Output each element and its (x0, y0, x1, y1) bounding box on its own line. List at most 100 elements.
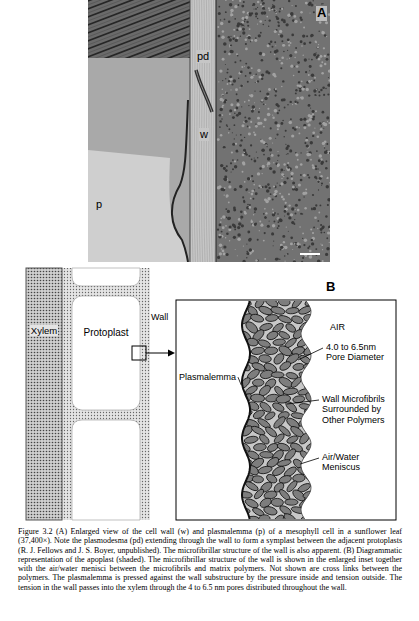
cytoplasm-grain (319, 122, 322, 125)
cytoplasm-grain (272, 117, 274, 119)
cytoplasm-grain (308, 114, 311, 117)
microfibril (304, 471, 320, 485)
cytoplasm-grain (299, 127, 300, 128)
microfibril (253, 443, 266, 451)
thylakoid-line (88, 56, 190, 58)
cytoplasm-grain (234, 113, 236, 115)
cytoplasm-grain (232, 132, 233, 133)
cytoplasm-grain (315, 204, 317, 206)
cytoplasm-grain (308, 80, 311, 83)
microfibril (272, 513, 286, 526)
cytoplasm-grain (319, 171, 321, 173)
cytoplasm-grain (230, 13, 233, 16)
air-space (88, 55, 190, 262)
cytoplasm-grain (243, 245, 244, 246)
cytoplasm-grain (237, 22, 241, 26)
cytoplasm-grain (326, 150, 327, 151)
cytoplasm-grain (290, 65, 293, 68)
cytoplasm-grain (259, 221, 261, 223)
scale-bar (300, 253, 320, 255)
cytoplasm-grain (327, 53, 329, 55)
leader-line (287, 400, 319, 404)
cytoplasm-grain (316, 135, 319, 138)
cytoplasm-grain (292, 249, 293, 250)
microfibril (293, 363, 305, 371)
cytoplasm-grain (252, 105, 255, 108)
cytoplasm-grain (259, 122, 262, 125)
cytoplasm-grain (230, 44, 232, 46)
cytoplasm-grain (329, 182, 330, 184)
cytoplasm-grain (322, 226, 325, 229)
cytoplasm-grain (250, 94, 253, 97)
microfibril (271, 372, 284, 378)
cytoplasm-grain (249, 12, 252, 15)
cytoplasm-grain (314, 116, 315, 117)
cytoplasm-grain (257, 157, 259, 159)
cytoplasm-grain (312, 113, 314, 115)
cytoplasm-grain (294, 259, 295, 260)
cytoplasm-grain (236, 107, 239, 110)
cytoplasm-grain (222, 105, 224, 107)
cytoplasm-grain (321, 125, 323, 127)
cytoplasm-grain (317, 46, 319, 48)
cytoplasm-grain (290, 213, 293, 216)
cytoplasm-grain (289, 121, 293, 125)
cytoplasm-grain (244, 66, 245, 67)
cytoplasm-grain (272, 142, 273, 143)
cytoplasm-grain (287, 38, 290, 41)
cytoplasm-grain (301, 80, 303, 82)
cytoplasm-grain (321, 182, 323, 184)
cytoplasm-grain (217, 138, 220, 141)
cytoplasm-grain (249, 72, 252, 75)
cytoplasm-grain (253, 8, 254, 9)
cytoplasm-grain (277, 112, 279, 114)
cytoplasm-grain (303, 86, 305, 88)
cytoplasm-grain (274, 94, 276, 96)
cytoplasm-grain (303, 126, 306, 129)
cytoplasm-grain (289, 101, 291, 103)
cytoplasm-grain (318, 44, 319, 45)
part-label: Wall (151, 312, 168, 322)
cytoplasm-grain (259, 52, 262, 55)
cytoplasm-grain (306, 144, 309, 147)
cytoplasm-grain (260, 3, 262, 5)
cytoplasm-grain (226, 232, 229, 235)
cytoplasm-grain (294, 243, 296, 245)
cytoplasm-grain (300, 40, 303, 43)
cytoplasm-grain (247, 126, 249, 128)
cytoplasm-grain (321, 227, 324, 230)
cytoplasm-grain (296, 188, 298, 190)
cytoplasm-grain (322, 111, 325, 114)
cytoplasm-grain (254, 102, 255, 103)
cytoplasm-grain (312, 166, 315, 169)
cytoplasm-grain (290, 118, 292, 120)
cytoplasm-grain (309, 70, 310, 71)
cytoplasm-grain (287, 164, 289, 166)
cytoplasm-grain (281, 56, 284, 59)
microfibril (304, 296, 317, 307)
cytoplasm-grain (303, 118, 306, 121)
cytoplasm-grain (285, 23, 288, 26)
cytoplasm-grain (319, 204, 321, 206)
cytoplasm-grain (263, 154, 265, 156)
cytoplasm-grain (313, 207, 316, 210)
microfibril (306, 329, 318, 340)
cytoplasm-grain (298, 183, 301, 186)
cytoplasm-grain (248, 99, 250, 101)
cytoplasm-grain (279, 258, 280, 259)
cytoplasm-grain (220, 19, 221, 20)
cytoplasm-grain (300, 11, 303, 14)
cytoplasm-grain (241, 124, 244, 127)
cytoplasm-grain (296, 102, 298, 104)
cytoplasm-grain (284, 205, 287, 208)
cytoplasm-grain (267, 165, 269, 167)
cytoplasm-grain (283, 136, 285, 138)
cytoplasm-grain (279, 10, 281, 12)
cytoplasm-grain (233, 79, 236, 82)
cytoplasm-grain (234, 228, 236, 230)
cytoplasm-grain (259, 75, 262, 78)
cytoplasm-grain (325, 160, 327, 162)
cytoplasm-grain (242, 11, 245, 14)
cytoplasm-grain (242, 28, 245, 31)
cytoplasm-grain (310, 141, 313, 144)
